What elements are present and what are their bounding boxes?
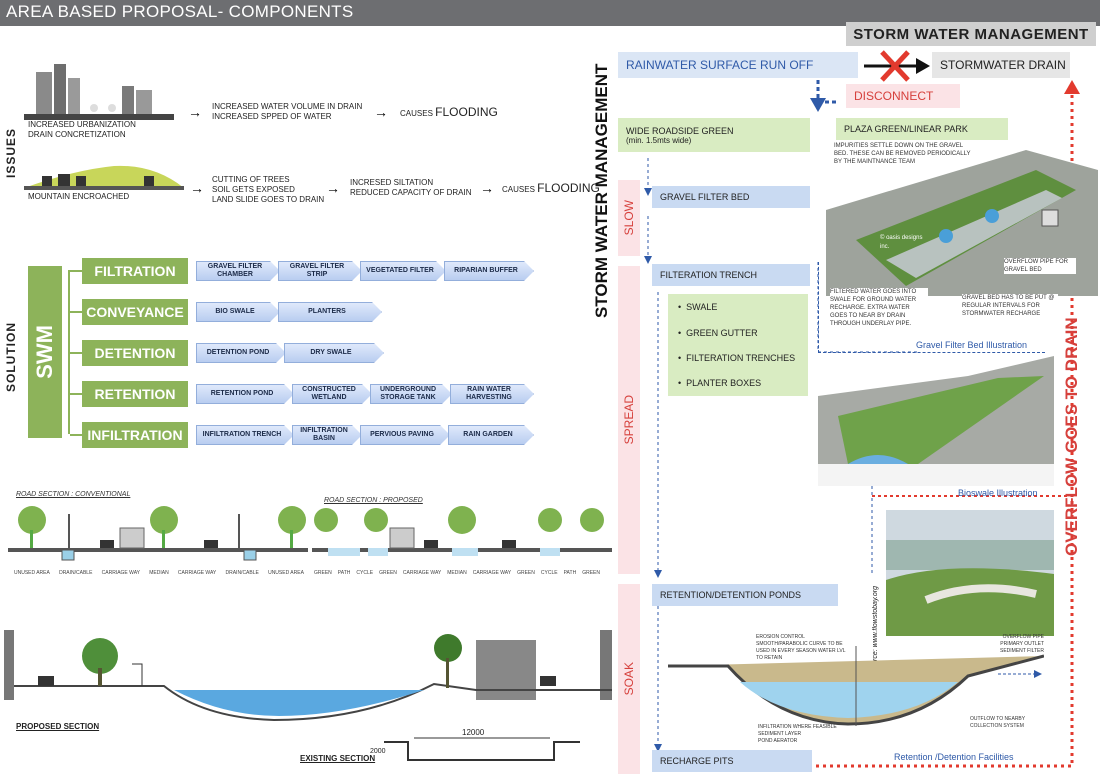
bioswale-illustration (818, 356, 1054, 486)
proposed-section-drawing (4, 630, 612, 722)
issue1-result: CAUSES FLOODING (400, 105, 498, 119)
caption-retention: Retention /Detention Facilities (894, 752, 1014, 762)
existing-dim2: 2000 (370, 748, 386, 755)
solution-label: SOLUTION (4, 322, 18, 392)
overflow-label: OVERFLOW GOES TO DRAIN (1062, 317, 1081, 557)
disconnect-arrow (864, 50, 930, 82)
note-gravel-bed: GRAVEL BED HAS TO BE PUT @ REGULAR INTER… (962, 294, 1058, 318)
category-retention: RETENTION (82, 381, 188, 407)
issue1-effect-1: INCREASED WATER VOLUME IN DRAIN (212, 102, 363, 111)
note-impurities: IMPURITIES SETTLE DOWN ON THE GRAVEL BED… (834, 143, 971, 165)
arrow-icon: → (188, 104, 202, 120)
issue1-effect-2: INCREASED SPPED OF WATER (212, 112, 332, 121)
issue2-effect-3: LAND SLIDE GOES TO DRAIN (212, 195, 325, 204)
existing-section-label: EXISTING SECTION (300, 754, 376, 763)
page-title: AREA BASED PROPOSAL- COMPONENTS (6, 2, 354, 21)
item-rain-water-harvesting: RAIN WATER HARVESTING (450, 384, 534, 404)
pond-note-outflow: OUTFLOW TO NEARBY COLLECTION SYSTEM (970, 716, 1026, 729)
item-infiltration-basin: INFILTRATION BASIN (292, 425, 362, 445)
item-detention-pond: DETENTION POND (196, 343, 286, 363)
issue2-effect-1: CUTTING OF TREES (212, 175, 290, 184)
flow-arrows (644, 80, 1080, 768)
category-conveyance: CONVEYANCE (82, 299, 188, 325)
caption-bioswale: Bioswale Illustration (958, 488, 1038, 498)
stage-soak: SOAK (618, 584, 640, 774)
item-vegetated-filter: VEGETATED FILTER (360, 261, 446, 281)
gravel-filter-illustration (826, 150, 1098, 296)
conventional-road-section-drawing (8, 506, 308, 561)
item-pervious-paving: PERVIOUS PAVING (360, 425, 450, 445)
caption-gravel: Gravel Filter Bed Illustration (916, 340, 1028, 350)
item-gravel-filter-chamber: GRAVEL FILTER CHAMBER (196, 261, 280, 281)
item-constructed-wetland: CONSTRUCTED WETLAND (292, 384, 372, 404)
arrow-icon: → (190, 180, 204, 196)
urbanization-illustration (24, 64, 174, 120)
category-infiltration: INFILTRATION (82, 422, 188, 448)
wide-green-box: WIDE ROADSIDE GREEN (min. 1.5mts wide) (618, 118, 810, 152)
stage-spread: SPREAD (618, 266, 640, 574)
spread-item: • GREEN GUTTER (678, 328, 758, 338)
swm-header: STORM WATER MANAGEMENT (846, 22, 1096, 46)
arrow-icon: → (374, 104, 388, 120)
issue2-cause-1: MOUNTAIN ENCROACHED (28, 192, 130, 201)
category-detention: DETENTION (82, 340, 188, 366)
issue2-effect2-1: INCRESED SILTATION (350, 178, 434, 187)
issue1-cause-2: DRAIN CONCRETIZATION (28, 130, 126, 139)
gravel-filter-bed-box: GRAVEL FILTER BED (652, 186, 810, 208)
item-dry-swale: DRY SWALE (284, 343, 384, 363)
existing-section-drawing (384, 737, 580, 761)
retention-pond-section (668, 646, 1044, 726)
note-filtered: FILTERED WATER GOES INTO SWALE FOR GROUN… (830, 288, 928, 328)
solution-connector (68, 270, 70, 434)
arrow-icon: → (326, 180, 340, 196)
issues-label: ISSUES (4, 128, 18, 179)
title-bar: AREA BASED PROPOSAL- COMPONENTS (0, 0, 1100, 26)
arrow-icon: → (480, 180, 494, 196)
issue1-cause-1: INCREASED URBANIZATION (28, 120, 136, 129)
issue2-effect2-2: REDUCED CAPACITY OF DRAIN (350, 188, 472, 197)
road-section-proposed-label: ROAD SECTION : PROPOSED (324, 497, 423, 504)
filteration-trench-box: FILTERATION TRENCH (652, 264, 810, 286)
item-rain-garden: RAIN GARDEN (448, 425, 534, 445)
proposed-section-label: PROPOSED SECTION (16, 722, 100, 731)
note-overflow-pipe: OVERFLOW PIPE FOR GRAVEL BED (1004, 258, 1076, 274)
spread-list: • SWALE • GREEN GUTTER • FILTERATION TRE… (668, 294, 808, 396)
recharge-pits-box: RECHARGE PITS (652, 750, 812, 772)
existing-dim: 12000 (462, 728, 485, 737)
item-planters: PLANTERS (278, 302, 382, 322)
swm-vertical-title: STORM WATER MANAGEMENT (592, 63, 611, 319)
plaza-green-box: PLAZA GREEN/LINEAR PARK (836, 118, 1008, 140)
item-riparian-buffer: RIPARIAN BUFFER (444, 261, 534, 281)
item-retention-pond: RETENTION POND (196, 384, 294, 404)
issue2-result: CAUSES FLOODING (502, 181, 600, 195)
item-underground-storage-tank: UNDERGROUND STORAGE TANK (370, 384, 452, 404)
retention-ponds-box: RETENTION/DETENTION PONDS (652, 584, 838, 606)
proposed-road-section-drawing (312, 506, 612, 556)
mountain-illustration (24, 165, 184, 190)
runoff-box: RAINWATER SURFACE RUN OFF (618, 52, 858, 78)
stormwater-drain-box: STORMWATER DRAIN (932, 52, 1070, 78)
stage-slow: SLOW (618, 180, 640, 256)
spread-item: • PLANTER BOXES (678, 378, 762, 388)
note-copyright: © oasis designs inc. (880, 235, 923, 250)
category-filtration: FILTRATION (82, 258, 188, 284)
issue2-effect-2: SOIL GETS EXPOSED (212, 185, 295, 194)
swm-box: SWM (28, 266, 62, 438)
item-infiltration-trench: INFILTRATION TRENCH (196, 425, 294, 445)
spread-item: • FILTERATION TRENCHES (678, 353, 796, 363)
retention-pond-photo (886, 510, 1054, 636)
road-section-conventional-label: ROAD SECTION : CONVENTIONAL (16, 491, 131, 498)
item-gravel-filter-strip: GRAVEL FILTER STRIP (278, 261, 362, 281)
disconnect-box: DISCONNECT (846, 84, 960, 108)
item-bio-swale: BIO SWALE (196, 302, 280, 322)
spread-item: • SWALE (678, 302, 718, 312)
